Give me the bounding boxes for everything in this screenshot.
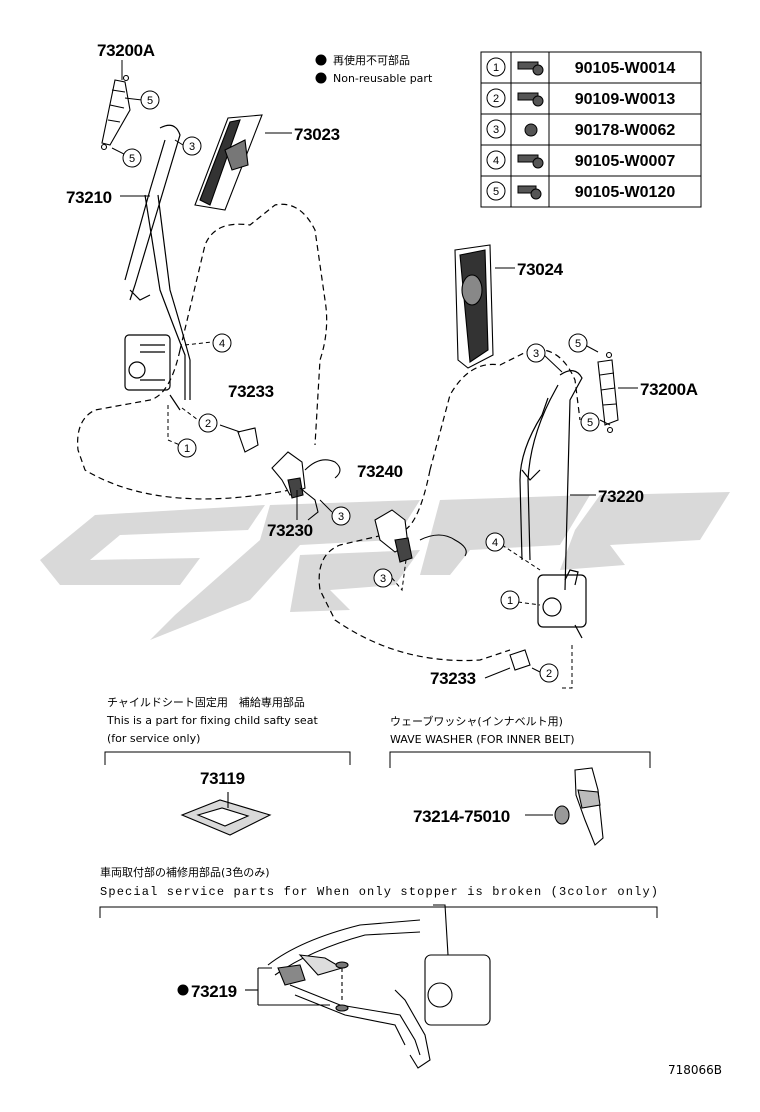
label-73210: 73210 bbox=[66, 188, 112, 207]
label-73233-left: 73233 bbox=[228, 382, 274, 401]
table-part: 90109-W0013 bbox=[575, 91, 676, 108]
label-73024: 73024 bbox=[517, 260, 564, 279]
callout-3: 3 bbox=[380, 573, 386, 585]
child-seat-note-en2: (for service only) bbox=[107, 732, 200, 745]
callout-3: 3 bbox=[189, 141, 195, 153]
callout-3: 3 bbox=[338, 511, 344, 523]
left-height-adjuster bbox=[100, 74, 131, 151]
table-part: 90105-W0014 bbox=[575, 60, 676, 77]
watermark-logo bbox=[40, 492, 730, 640]
wave-washer-note-en: WAVE WASHER (FOR INNER BELT) bbox=[390, 733, 575, 746]
label-73200a-right: 73200A bbox=[640, 380, 698, 399]
callout-3: 3 bbox=[533, 348, 539, 360]
nonreusable-dot-73219 bbox=[177, 984, 189, 996]
child-seat-note-jp: チャイルドシート固定用 補給専用部品 bbox=[107, 695, 305, 709]
legend-en: Non-reusable part bbox=[333, 72, 433, 85]
legend-dot-en bbox=[315, 72, 327, 84]
table-part: 90178-W0062 bbox=[575, 122, 676, 139]
label-73220: 73220 bbox=[598, 487, 644, 506]
stopper-assembly bbox=[245, 904, 491, 1069]
callout-2: 2 bbox=[546, 668, 552, 680]
callout-circles bbox=[122, 57, 600, 683]
callout-2: 2 bbox=[205, 418, 211, 430]
table-ref: 5 bbox=[493, 186, 499, 198]
table-part: 90105-W0120 bbox=[575, 184, 676, 201]
label-73219: 73219 bbox=[191, 982, 237, 1001]
wave-washer-note-jp: ウェーブワッシャ(インナベルト用) bbox=[390, 714, 563, 728]
table-ref: 2 bbox=[493, 93, 499, 105]
pillar-trim-73023 bbox=[194, 114, 263, 211]
stopper-note-en: Special service parts for When only stop… bbox=[100, 885, 658, 899]
label-73233-right: 73233 bbox=[430, 669, 476, 688]
callout-1: 1 bbox=[184, 443, 190, 455]
right-height-adjuster bbox=[597, 351, 619, 434]
clip-73233-right bbox=[509, 649, 531, 671]
callout-5: 5 bbox=[147, 95, 153, 107]
right-seat-outline bbox=[318, 348, 581, 662]
label-73214: 73214-75010 bbox=[413, 807, 510, 826]
label-73230: 73230 bbox=[267, 521, 313, 540]
left-belt-assembly bbox=[124, 124, 191, 411]
diagram-id: 718066B bbox=[668, 1063, 722, 1077]
callout-1: 1 bbox=[507, 595, 513, 607]
wave-washer-73214 bbox=[525, 767, 604, 846]
callout-5: 5 bbox=[575, 338, 581, 350]
callout-5: 5 bbox=[129, 153, 135, 165]
fastener-icons bbox=[517, 61, 544, 200]
child-seat-note-en1: This is a part for fixing child safty se… bbox=[106, 714, 318, 727]
note-brackets bbox=[99, 751, 658, 918]
table-ref: 1 bbox=[493, 62, 499, 74]
stopper-note-jp: 車両取付部の補修用部品(3色のみ) bbox=[100, 865, 270, 879]
callout-4: 4 bbox=[219, 338, 225, 350]
callout-4: 4 bbox=[492, 537, 498, 549]
label-73023: 73023 bbox=[294, 125, 340, 144]
legend-dot-jp bbox=[315, 54, 327, 66]
plate-73119 bbox=[180, 792, 272, 836]
left-seat-outline bbox=[77, 203, 328, 500]
table-ref: 4 bbox=[493, 155, 499, 167]
legend-jp: 再使用不可部品 bbox=[333, 53, 410, 67]
label-73200a-left: 73200A bbox=[97, 41, 155, 60]
buckle-73240 bbox=[374, 509, 467, 563]
right-belt-assembly bbox=[519, 370, 587, 639]
table-part: 90105-W0007 bbox=[575, 153, 676, 170]
callout-5: 5 bbox=[587, 417, 593, 429]
label-73240: 73240 bbox=[357, 462, 403, 481]
table-ref: 3 bbox=[493, 124, 499, 136]
fastener-table bbox=[480, 51, 702, 208]
clip-73233-left bbox=[237, 427, 259, 453]
pillar-trim-73024 bbox=[454, 244, 494, 369]
label-73119: 73119 bbox=[200, 769, 245, 788]
buckle-73230 bbox=[271, 451, 341, 521]
